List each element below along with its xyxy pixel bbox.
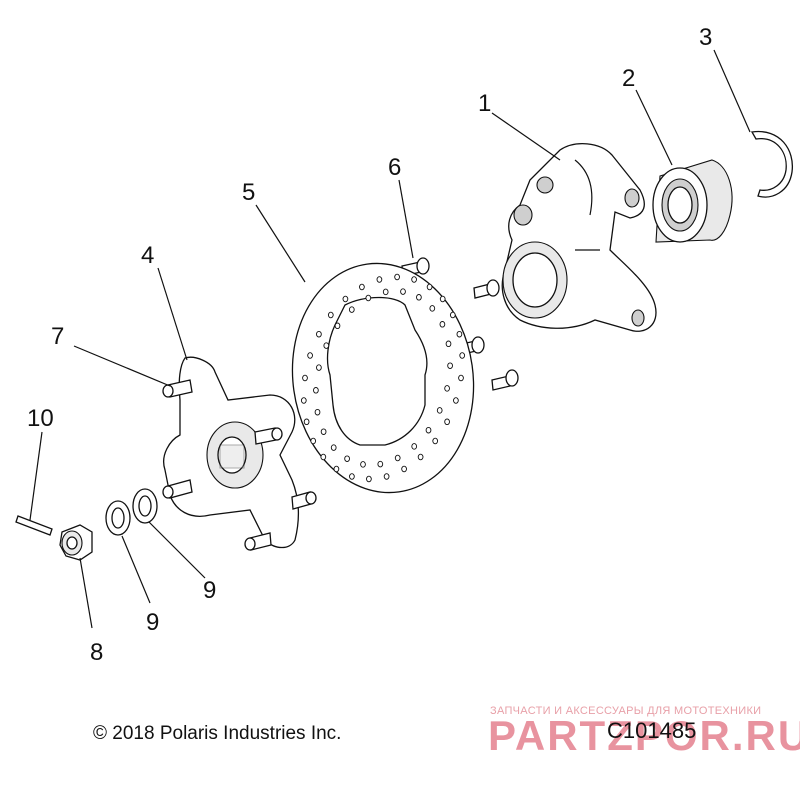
brake-disc-hole bbox=[447, 362, 453, 369]
callout-2: 2 bbox=[622, 65, 635, 92]
brake-disc-hole bbox=[417, 453, 424, 461]
brake-disc-hole bbox=[426, 283, 433, 291]
callout-5: 5 bbox=[242, 179, 255, 206]
callout-9-upper: 9 bbox=[203, 577, 216, 604]
brake-disc-holes bbox=[300, 273, 466, 483]
callout-8: 8 bbox=[90, 639, 103, 666]
part-bearing bbox=[652, 159, 733, 243]
part-brake-disc bbox=[291, 262, 475, 494]
brake-disc-hole bbox=[400, 288, 406, 295]
brake-disc-hole bbox=[383, 473, 390, 480]
brake-disc-hole bbox=[453, 397, 459, 404]
brake-disc-hole bbox=[382, 288, 389, 296]
drawing-number: C101485 bbox=[607, 718, 697, 743]
brake-disc-hole bbox=[432, 437, 439, 445]
brake-disc-hole bbox=[439, 295, 446, 303]
part-snap-ring bbox=[750, 130, 793, 198]
callout-7: 7 bbox=[51, 323, 64, 350]
brake-disc-hole bbox=[323, 342, 330, 349]
brake-disc-hole bbox=[316, 364, 322, 371]
brake-disc-hole bbox=[459, 352, 466, 359]
brake-disc-hole bbox=[303, 418, 310, 426]
brake-disc-hole bbox=[327, 311, 334, 319]
brake-disc-hole bbox=[320, 428, 327, 435]
brake-disc-hole bbox=[333, 465, 340, 473]
callout-9-lower: 9 bbox=[146, 609, 159, 636]
part-castle-nut bbox=[59, 524, 93, 561]
brake-disc-hole bbox=[316, 330, 322, 338]
part-wheel-studs bbox=[162, 379, 317, 551]
callout-6: 6 bbox=[388, 154, 401, 181]
brake-disc-hole bbox=[444, 385, 450, 392]
callout-1: 1 bbox=[478, 90, 491, 117]
brake-disc-hole bbox=[425, 426, 432, 434]
brake-disc-hole bbox=[365, 294, 372, 302]
brake-disc-hole bbox=[377, 460, 384, 468]
brake-disc-hole bbox=[344, 455, 350, 462]
brake-disc-hole bbox=[320, 453, 327, 461]
part-hub-carrier bbox=[501, 143, 657, 332]
brake-disc-hole bbox=[439, 321, 446, 328]
brake-disc-hole bbox=[436, 407, 443, 414]
brake-disc-hole bbox=[444, 418, 450, 426]
brake-disc-hole bbox=[342, 295, 349, 303]
callout-3: 3 bbox=[699, 24, 712, 51]
brake-disc-hole bbox=[411, 443, 418, 450]
brake-disc-hole bbox=[394, 273, 400, 281]
brake-disc-hole bbox=[445, 340, 452, 348]
brake-disc-hole bbox=[349, 473, 355, 480]
brake-disc-hole bbox=[359, 283, 365, 291]
watermark-subtitle: ЗАПЧАСТИ И АКСЕССУАРЫ ДЛЯ МОТОТЕХНИКИ bbox=[490, 705, 762, 717]
brake-disc-hole bbox=[310, 437, 317, 445]
brake-disc-hole bbox=[411, 276, 417, 283]
brake-disc-hole bbox=[401, 465, 407, 473]
brake-disc-hole bbox=[307, 352, 313, 359]
callout-labels: 1 2 3 4 5 6 7 8 9 9 10 bbox=[27, 24, 712, 666]
brake-disc-hole bbox=[376, 276, 383, 283]
brake-disc-hole bbox=[334, 322, 341, 330]
brake-disc-hole bbox=[429, 305, 436, 312]
part-washers bbox=[105, 488, 158, 536]
brake-disc-hole bbox=[416, 294, 422, 301]
brake-disc-hole bbox=[330, 444, 337, 451]
brake-disc-hole bbox=[366, 475, 372, 483]
part-wheel-hub bbox=[163, 356, 300, 549]
copyright-notice: © 2018 Polaris Industries Inc. bbox=[93, 723, 342, 744]
leader-lines bbox=[29, 49, 751, 629]
watermark-logo: PARTZPOR.RU bbox=[488, 712, 800, 759]
brake-disc-hole bbox=[458, 374, 464, 382]
brake-disc-hole bbox=[394, 454, 401, 462]
brake-disc-hole bbox=[456, 330, 463, 338]
brake-disc-hole bbox=[360, 461, 366, 468]
brake-disc-hole bbox=[348, 306, 355, 313]
brake-disc-hole bbox=[314, 408, 321, 416]
brake-disc-hole bbox=[300, 397, 307, 404]
part-cotter-pin bbox=[15, 515, 53, 536]
brake-disc-hole bbox=[313, 387, 319, 394]
brake-disc-hole bbox=[302, 374, 308, 382]
callout-4: 4 bbox=[141, 242, 154, 269]
brake-disc-hole bbox=[449, 311, 456, 319]
callout-10: 10 bbox=[27, 405, 54, 432]
